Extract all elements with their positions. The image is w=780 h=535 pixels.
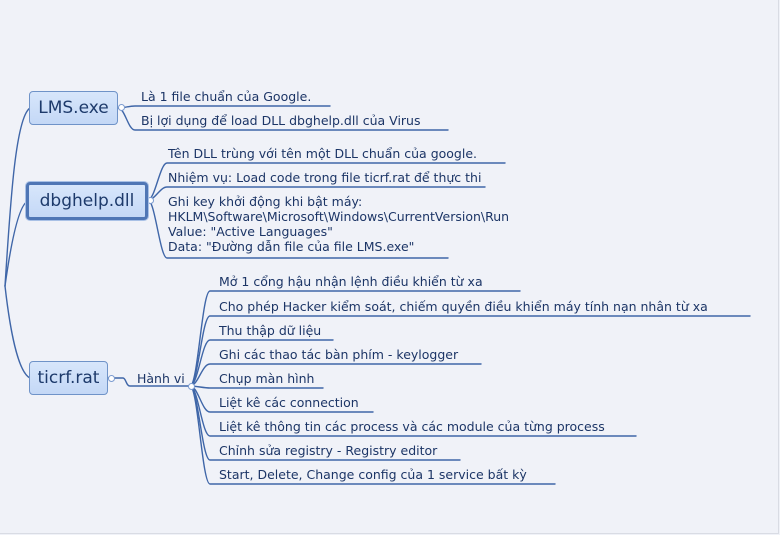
- behavior-item-3[interactable]: Thu thập dữ liệu: [219, 323, 322, 338]
- topic-label: dbghelp.dll: [39, 191, 135, 211]
- link-behavior-5: [189, 385, 324, 389]
- behavior-item-8[interactable]: Chỉnh sửa registry - Registry editor: [219, 443, 438, 458]
- topic-label: LMS.exe: [38, 98, 109, 118]
- link-root-dbghelp: [4, 200, 29, 287]
- link-ticrf-behavior: [107, 377, 191, 387]
- registry-line-4: Data: "Đường dẫn file của file LMS.exe": [168, 239, 415, 254]
- registry-line-2: HKLM\Software\Microsoft\Windows\CurrentV…: [168, 209, 510, 224]
- subtopic-dbghelp-2[interactable]: Nhiệm vụ: Load code trong file ticrf.rat…: [168, 170, 482, 185]
- link-root-ticrf: [4, 285, 31, 379]
- behavior-item-5[interactable]: Chụp màn hình: [219, 371, 315, 386]
- link-lms-child-1: [117, 105, 331, 109]
- collapse-toggle-ticrf[interactable]: [108, 375, 115, 382]
- registry-line-3: Value: "Active Languages": [168, 224, 333, 239]
- subtopic-dbghelp-1[interactable]: Tên DLL trùng với tên một DLL chuẩn của …: [168, 146, 477, 161]
- behavior-item-4[interactable]: Ghi các thao tác bàn phím - keylogger: [219, 347, 459, 362]
- registry-line-1: Ghi key khởi động khi bật máy:: [168, 194, 363, 209]
- topic-label: ticrf.rat: [37, 368, 100, 388]
- subtopic-dbghelp-registry[interactable]: Ghi key khởi động khi bật máy: HKLM\Soft…: [168, 194, 509, 254]
- topic-node-lms[interactable]: LMS.exe: [29, 91, 118, 125]
- subtopic-behavior[interactable]: Hành vi: [137, 371, 185, 386]
- behavior-item-9[interactable]: Start, Delete, Change config của 1 servi…: [219, 467, 527, 482]
- collapse-toggle-lms[interactable]: [118, 104, 125, 111]
- behavior-item-2[interactable]: Cho phép Hacker kiểm soát, chiếm quyền đ…: [219, 299, 708, 314]
- link-behavior-9: [189, 385, 556, 485]
- behavior-item-6[interactable]: Liệt kê các connection: [219, 395, 359, 410]
- collapse-toggle-behavior[interactable]: [188, 383, 195, 390]
- link-root-lms: [4, 107, 31, 287]
- topic-node-dbghelp[interactable]: dbghelp.dll: [26, 182, 148, 220]
- subtopic-lms-2[interactable]: Bị lợi dụng để load DLL dbghelp.dll của …: [141, 113, 421, 128]
- subtopic-lms-1[interactable]: Là 1 file chuẩn của Google.: [141, 89, 312, 104]
- behavior-item-1[interactable]: Mở 1 cổng hậu nhận lệnh điều khiển từ xa: [219, 274, 483, 289]
- collapse-toggle-dbghelp[interactable]: [147, 197, 154, 204]
- behavior-item-7[interactable]: Liệt kê thông tin các process và các mod…: [219, 419, 605, 434]
- topic-node-ticrf[interactable]: ticrf.rat: [29, 361, 108, 395]
